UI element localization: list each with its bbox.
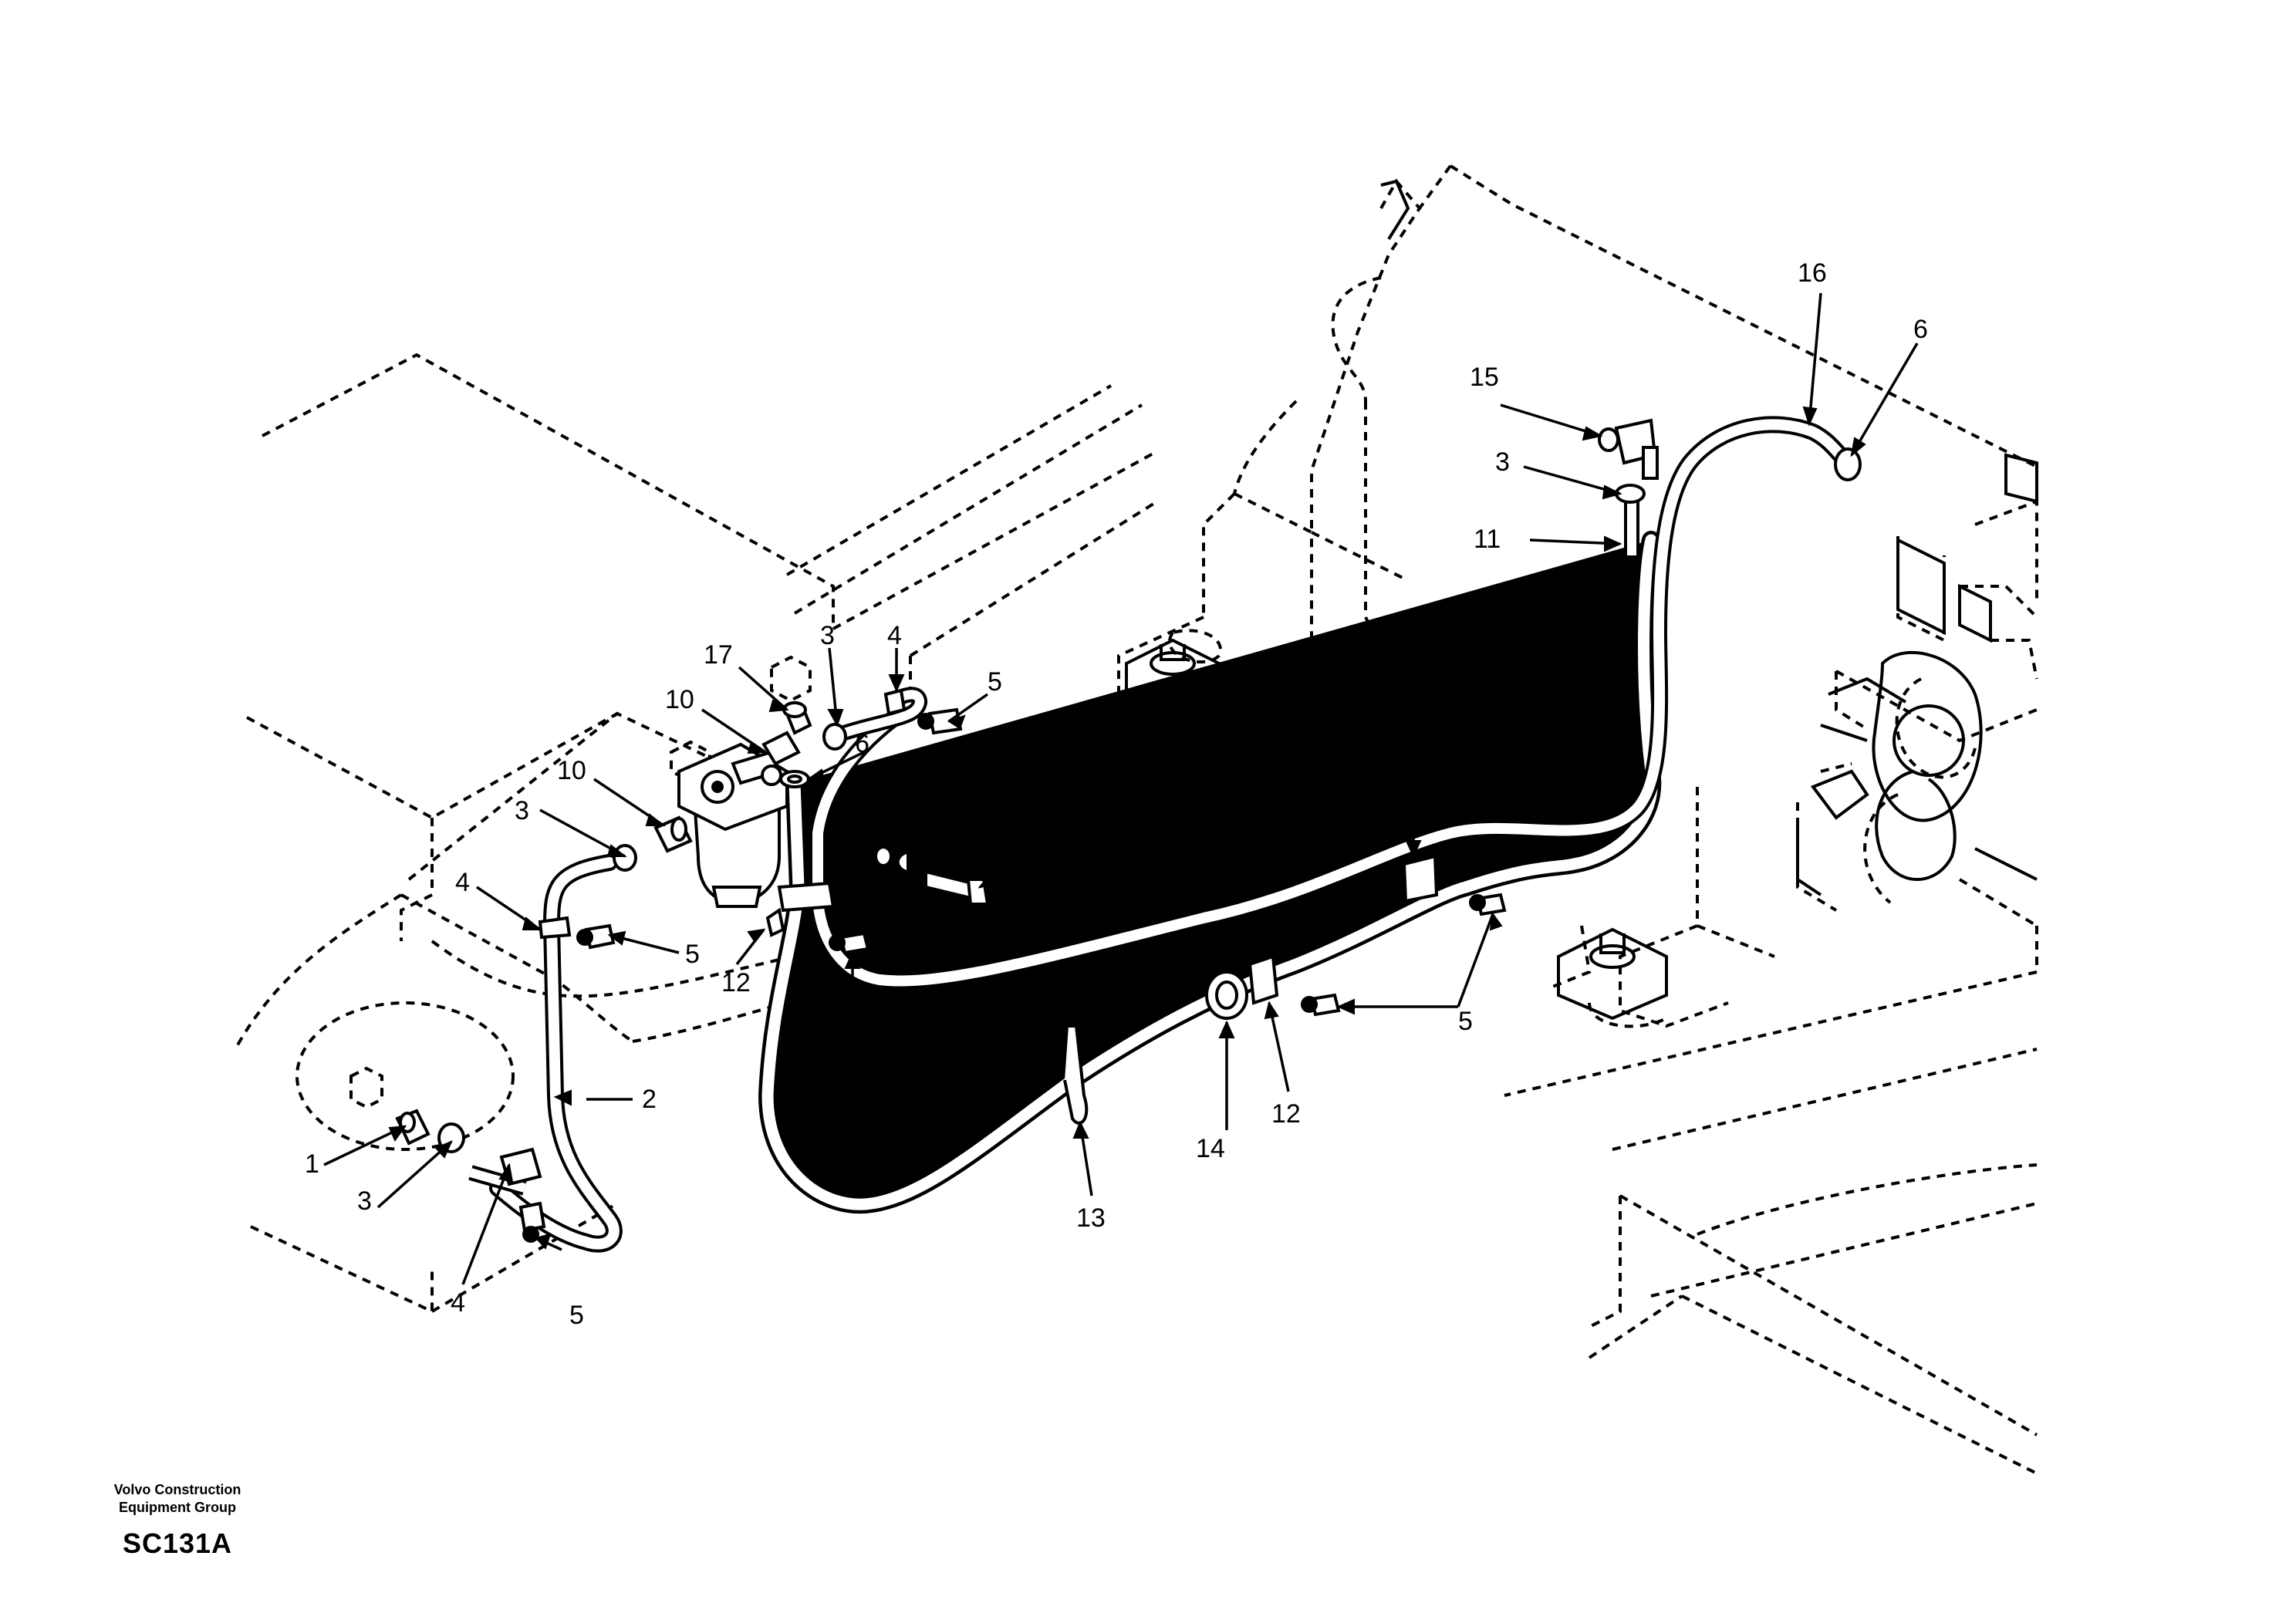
- drawing-footer: Volvo Construction Equipment Group SC131…: [77, 1481, 278, 1560]
- callout-6-filter: 6: [855, 729, 869, 758]
- callout-11: 11: [1474, 525, 1501, 554]
- drawing-code: SC131A: [122, 1527, 233, 1559]
- callout-6-right: 6: [1913, 315, 1928, 344]
- callout-9: 9: [981, 779, 996, 808]
- callout-3-left: 3: [515, 796, 529, 825]
- callout-5-right: 5: [1458, 1007, 1473, 1036]
- callout-3-elbow: 3: [1495, 447, 1510, 477]
- callout-8: 8: [938, 748, 953, 778]
- callout-13: 13: [1076, 1203, 1106, 1233]
- callout-5-bottom: 5: [569, 1301, 584, 1330]
- callout-14: 14: [1196, 1134, 1225, 1163]
- callout-2: 2: [642, 1085, 657, 1114]
- callout-4-left: 4: [455, 868, 470, 897]
- callout-3-filter: 3: [820, 621, 835, 650]
- callout-1: 1: [305, 1149, 319, 1179]
- callout-17: 17: [704, 640, 733, 670]
- callout-12-mid: 12: [1271, 1099, 1301, 1129]
- callout-5-mid: 5: [845, 1018, 859, 1048]
- callout-12-right: 12: [1395, 752, 1424, 781]
- callout-16: 16: [1798, 258, 1827, 288]
- callout-5-top: 5: [988, 667, 1002, 697]
- callout-15: 15: [1470, 363, 1499, 392]
- callout-4-bottom: 4: [451, 1288, 465, 1318]
- callout-labels: 1 2 3 3 3 3 4 4 4 5 5 5 5 5 6 6 7 8 9 10…: [305, 258, 1928, 1330]
- callout-10-left: 10: [557, 756, 586, 785]
- company-name-line1: Volvo Construction: [113, 1482, 241, 1497]
- callout-7: 7: [1040, 818, 1055, 847]
- callout-4-top: 4: [887, 621, 902, 650]
- callout-12-left: 12: [721, 968, 751, 997]
- engine-detail-solid: [1125, 179, 2038, 1021]
- callout-10-filter: 10: [665, 685, 694, 714]
- fuel-filter: [677, 742, 788, 908]
- fuel-hoses: [468, 416, 1852, 1253]
- callout-5-left: 5: [685, 940, 700, 969]
- company-name-line2: Equipment Group: [119, 1500, 236, 1515]
- arrowheads: [388, 406, 1866, 1250]
- callout-3-tank: 3: [357, 1186, 372, 1216]
